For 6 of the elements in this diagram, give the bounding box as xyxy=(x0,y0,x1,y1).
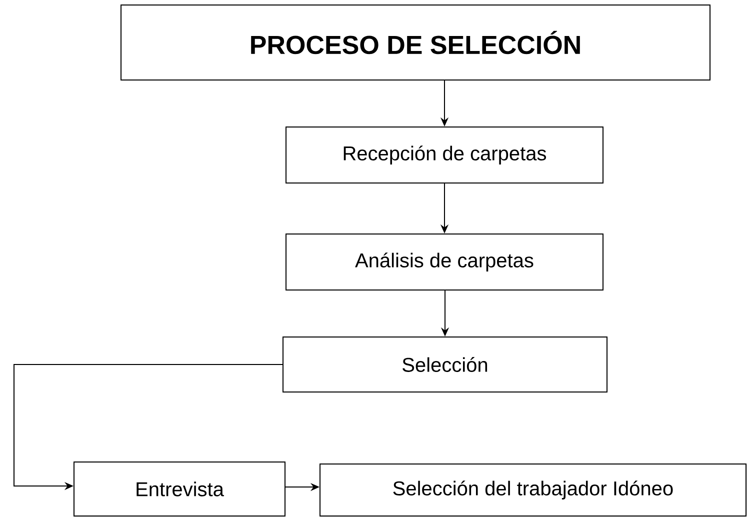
title-box: PROCESO DE SELECCIÓN xyxy=(120,4,710,80)
process-box: Selección xyxy=(282,336,608,392)
process-box: Recepción de carpetas xyxy=(286,126,604,184)
process-box: Entrevista xyxy=(74,462,286,516)
process-box: Análisis de carpetas xyxy=(286,234,604,290)
process-box: Selección del trabajador Idóneo xyxy=(320,464,746,516)
